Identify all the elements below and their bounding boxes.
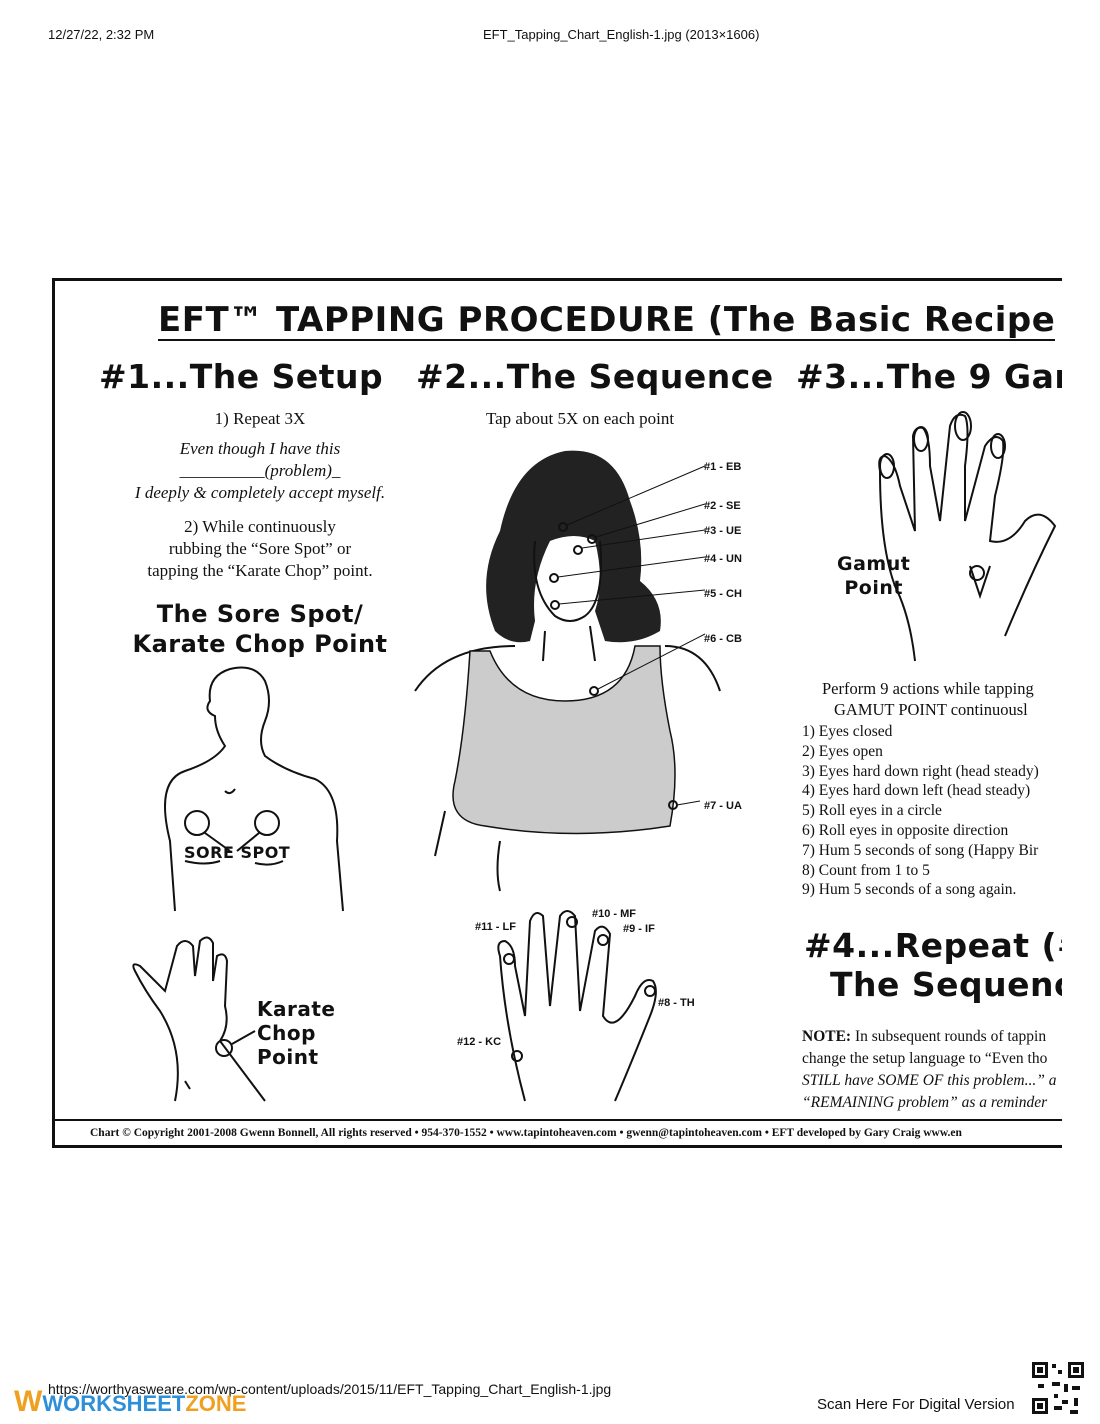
worksheetzone-logo: WWORKSHEETZONE — [14, 1385, 246, 1419]
eft-chart: EFT™ TAPPING PROCEDURE (The Basic Recipe… — [52, 278, 1062, 1148]
gamut-action: 3) Eyes hard down right (head steady) — [802, 762, 1039, 780]
woman-illustration — [414, 450, 721, 892]
hand-point-markers — [503, 916, 656, 1062]
sequence-hand-illustration — [497, 910, 657, 1102]
gamut-action: 1) Eyes closed — [802, 723, 893, 740]
gamut-point-icon — [969, 565, 985, 581]
karate-label-3: Point — [257, 1045, 319, 1069]
sore-spot-markers — [184, 810, 280, 852]
logo-w-icon: W — [14, 1385, 43, 1418]
print-file-title: EFT_Tapping_Chart_English-1.jpg (2013×16… — [483, 27, 760, 42]
sore-spot-right-icon — [254, 810, 280, 836]
setup-repeat: 1) Repeat 3X — [214, 409, 306, 428]
setup-affirmation-2: __________(problem)_ — [179, 461, 341, 480]
sequence-instruction: Tap about 5X on each point — [485, 409, 675, 428]
gamut-action: 9) Hum 5 seconds of a song again. — [802, 881, 1017, 899]
point-if: #9 - IF — [623, 923, 655, 935]
logo-text-b: ZONE — [185, 1391, 247, 1416]
sequence-title: #2...The Sequence — [416, 357, 774, 396]
note-line-4: “REMAINING problem” as a reminder — [802, 1094, 1048, 1111]
setup-affirmation-3: I deeply & completely accept myself. — [134, 483, 386, 502]
sore-spot-left-icon — [184, 810, 210, 836]
karate-chop-label: Karate Chop Point — [257, 997, 335, 1069]
qr-code-icon[interactable] — [1030, 1360, 1086, 1416]
chart-title: EFT™ TAPPING PROCEDURE (The Basic Recipe — [158, 300, 1056, 341]
footer-divider — [55, 1119, 1062, 1121]
note-line-2: change the setup language to “Even tho — [802, 1050, 1048, 1067]
point-lf: #11 - LF — [475, 921, 516, 933]
gamut-instruction-2: GAMUT POINT continuousl — [834, 700, 1028, 719]
gamut-hand-illustration — [878, 411, 1057, 662]
point-un: #4 - UN — [704, 553, 742, 565]
gamut-label-2: Point — [844, 577, 903, 599]
chart-footer: Chart © Copyright 2001-2008 Gwenn Bonnel… — [90, 1127, 962, 1139]
gamut-title: #3...The 9 Gam — [796, 357, 1062, 396]
repeat-title-2: The Sequenc — [830, 965, 1062, 1004]
point-ua: #7 - UA — [704, 800, 742, 812]
setup-step2-3: tapping the “Karate Chop” point. — [147, 561, 373, 580]
karate-hand-illustration — [132, 936, 266, 1102]
gamut-instruction-1: Perform 9 actions while tapping — [822, 679, 1034, 698]
point-se: #2 - SE — [704, 500, 741, 512]
sore-spot-subtitle-1: The Sore Spot/ — [156, 600, 364, 628]
gamut-action: 5) Roll eyes in a circle — [802, 802, 942, 820]
karate-label-1: Karate — [257, 997, 336, 1021]
point-ch: #5 - CH — [704, 588, 742, 600]
gamut-action: 6) Roll eyes in opposite direction — [802, 821, 1009, 839]
karate-label-2: Chop — [257, 1021, 316, 1045]
gamut-point-label: Gamut Point — [837, 552, 910, 600]
point-kc: #12 - KC — [457, 1036, 502, 1048]
gamut-actions-list: 1) Eyes closed 2) Eyes open 3) Eyes hard… — [802, 722, 1039, 900]
source-url[interactable]: https://worthyasweare.com/wp-content/upl… — [48, 1381, 612, 1397]
gamut-action: 8) Count from 1 to 5 — [802, 861, 930, 879]
scan-label: Scan Here For Digital Version — [817, 1396, 1015, 1413]
print-date: 12/27/22, 2:32 PM — [48, 27, 155, 42]
setup-instructions: 1) Repeat 3X Even though I have this ___… — [95, 408, 425, 582]
sore-spot-label: SORE SPOT — [184, 843, 291, 862]
repeat-title-1: #4...Repeat (# — [804, 926, 1062, 965]
karate-chop-marker — [215, 1030, 256, 1057]
repeat-note: NOTE: In subsequent rounds of tappin cha… — [802, 1026, 1056, 1114]
logo-text-a: WORKSHEET — [42, 1391, 186, 1416]
karate-chop-point-icon — [215, 1039, 233, 1057]
sore-spot-subtitle: The Sore Spot/ Karate Chop Point — [95, 599, 425, 659]
tapping-leader-lines — [549, 465, 706, 810]
setup-step2-2: rubbing the “Sore Spot” or — [168, 539, 352, 558]
setup-step2-1: 2) While continuously — [184, 517, 336, 536]
note-line-3: STILL have SOME OF this problem...” a — [802, 1072, 1057, 1089]
gamut-action: 2) Eyes open — [802, 742, 883, 760]
torso-illustration — [164, 666, 344, 912]
point-eb: #1 - EB — [704, 461, 742, 473]
gamut-action: 4) Eyes hard down left (head steady) — [802, 782, 1031, 800]
note-line-1: In subsequent rounds of tappin — [851, 1028, 1047, 1045]
point-ue: #3 - UE — [704, 525, 742, 537]
point-th: #8 - TH — [658, 997, 695, 1009]
setup-title: #1...The Setup — [99, 357, 384, 396]
point-mf: #10 - MF — [592, 908, 637, 920]
point-cb: #6 - CB — [704, 633, 742, 645]
sore-spot-subtitle-2: Karate Chop Point — [132, 630, 388, 658]
gamut-label-1: Gamut — [837, 553, 911, 575]
setup-affirmation-1: Even though I have this — [179, 439, 341, 458]
gamut-action: 7) Hum 5 seconds of song (Happy Bir — [802, 841, 1039, 859]
note-label: NOTE: — [802, 1028, 852, 1045]
